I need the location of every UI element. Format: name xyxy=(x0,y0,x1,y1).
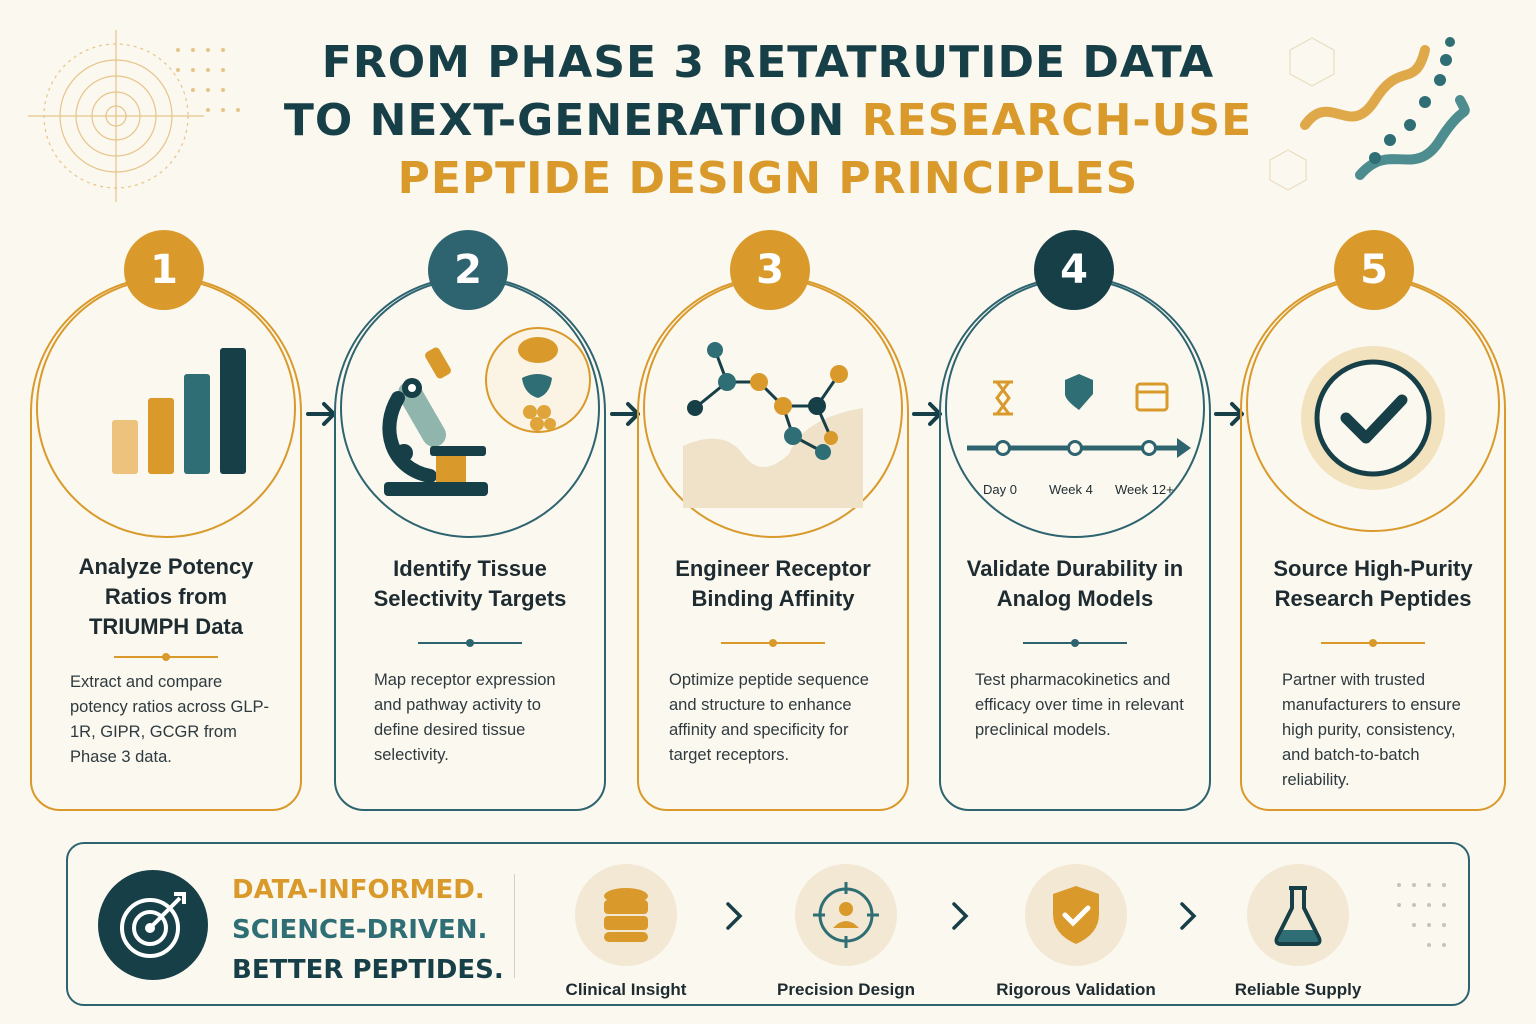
step-1-description: Extract and compare potency ratios acros… xyxy=(70,673,269,766)
feature-label: Reliable Supply xyxy=(1234,980,1362,999)
feature-label: Rigorous Validation xyxy=(996,980,1156,999)
step-3-divider xyxy=(721,639,825,647)
step-card-1: Analyze Potency Ratios from TRIUMPH Data… xyxy=(30,276,302,811)
step-1-number-badge: 1 xyxy=(124,230,204,310)
step-card-4: Day 0 Week 4 Week 12+ Validate Durabilit… xyxy=(939,276,1211,811)
step-3-title: Engineer Receptor Binding Affinity xyxy=(675,556,871,611)
feature-reliable-supply: Reliable Supply xyxy=(1198,864,1398,1000)
step-5-description: Partner with trusted manufacturers to en… xyxy=(1282,671,1461,789)
step-card-2: Identify Tissue Selectivity Targets Map … xyxy=(334,276,606,811)
step-4-divider xyxy=(1023,639,1127,647)
banner-divider xyxy=(514,874,515,978)
title-line-3: PEPTIDE DESIGN PRINCIPLES xyxy=(397,153,1139,204)
title-line-1: FROM PHASE 3 RETATRUTIDE DATA xyxy=(321,37,1215,88)
chevron-right-icon xyxy=(952,902,969,930)
step-2-divider xyxy=(418,639,522,647)
chevron-right-icon xyxy=(726,902,743,930)
step-4-illustration-circle: Day 0 Week 4 Week 12+ xyxy=(945,278,1205,538)
step-4-description: Test pharmacokinetics and efficacy over … xyxy=(975,671,1184,739)
database-icon xyxy=(575,864,677,966)
step-5-divider xyxy=(1321,639,1425,647)
page-title: FROM PHASE 3 RETATRUTIDE DATA TO NEXT-GE… xyxy=(0,34,1536,208)
feature-rigorous-validation: Rigorous Validation xyxy=(976,864,1176,1000)
feature-precision-design: Precision Design xyxy=(746,864,946,1000)
feature-label: Clinical Insight xyxy=(565,980,687,999)
title-line-2-dark: TO NEXT-GENERATION xyxy=(283,95,862,146)
timeline-point-week-12 xyxy=(1141,440,1157,456)
shield-check-icon xyxy=(1025,864,1127,966)
step-3-illustration-circle xyxy=(643,278,903,538)
step-2-illustration-circle xyxy=(340,278,600,538)
step-1-divider xyxy=(114,653,218,661)
flask-icon xyxy=(1247,864,1349,966)
step-5-title: Source High-Purity Research Peptides xyxy=(1273,556,1473,611)
timeline-label-week-12: Week 12+ xyxy=(1115,482,1174,497)
step-card-5: Source High-Purity Research Peptides Par… xyxy=(1240,276,1506,811)
step-3-number-badge: 3 xyxy=(730,230,810,310)
step-2-number-badge: 2 xyxy=(428,230,508,310)
step-4-number-badge: 4 xyxy=(1034,230,1114,310)
timeline-point-day-0 xyxy=(995,440,1011,456)
target-badge xyxy=(98,870,208,980)
peptide-helix-decoration xyxy=(1269,37,1470,191)
arrow-right-icon xyxy=(1214,402,1244,426)
slogan: DATA-INFORMED. SCIENCE-DRIVEN. BETTER PE… xyxy=(232,870,504,990)
target-arrow-icon xyxy=(120,892,186,958)
timeline-icon xyxy=(967,374,1191,458)
step-5-illustration-circle xyxy=(1246,278,1500,532)
slogan-line-3: BETTER PEPTIDES. xyxy=(232,955,504,985)
feature-clinical-insight: Clinical Insight xyxy=(526,864,726,1000)
step-5-number-badge: 5 xyxy=(1334,230,1414,310)
timeline-label-day-0: Day 0 xyxy=(983,482,1017,497)
concentric-rings-decoration xyxy=(28,30,240,202)
slogan-line-1: DATA-INFORMED. xyxy=(232,875,485,905)
timeline-label-week-4: Week 4 xyxy=(1049,482,1093,497)
title-line-2-gold: RESEARCH-USE xyxy=(861,95,1253,146)
molecule-binding-icon xyxy=(683,342,863,508)
step-card-3: Engineer Receptor Binding Affinity Optim… xyxy=(637,276,909,811)
bar-chart-icon xyxy=(112,348,246,474)
step-2-description: Map receptor expression and pathway acti… xyxy=(374,671,556,764)
chevron-right-icon xyxy=(1180,902,1197,930)
check-seal-icon xyxy=(1301,346,1445,490)
step-4-title: Validate Durability in Analog Models xyxy=(966,556,1184,611)
step-2-title: Identify Tissue Selectivity Targets xyxy=(373,556,567,611)
crosshair-person-icon xyxy=(795,864,897,966)
microscope-icon xyxy=(382,327,591,496)
timeline-point-week-4 xyxy=(1067,440,1083,456)
step-3-description: Optimize peptide sequence and structure … xyxy=(669,671,869,764)
dot-grid-decoration xyxy=(1397,883,1446,947)
slogan-line-2: SCIENCE-DRIVEN. xyxy=(232,915,488,945)
summary-banner: DATA-INFORMED. SCIENCE-DRIVEN. BETTER PE… xyxy=(66,842,1470,1006)
step-1-title: Analyze Potency Ratios from TRIUMPH Data xyxy=(78,554,254,639)
step-1-illustration-circle xyxy=(36,278,296,538)
feature-label: Precision Design xyxy=(777,980,915,999)
